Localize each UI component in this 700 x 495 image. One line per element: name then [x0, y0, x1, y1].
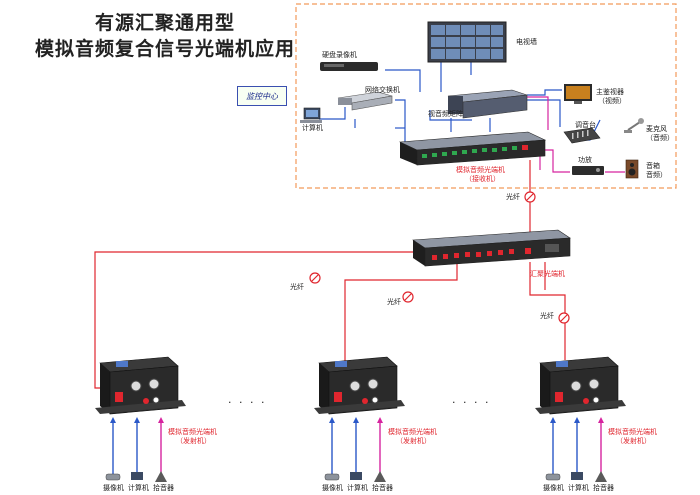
microphone-label: 麦克风: [646, 125, 667, 133]
computer-label-right: 计算机: [568, 484, 589, 492]
transmitter-left-sub: （发射机）: [176, 437, 211, 445]
sensor-links: [112, 420, 602, 475]
transmitter-right-sub: （发射机）: [616, 437, 651, 445]
main-monitor-icon: [564, 84, 592, 104]
main-monitor-label: 主鉴视器: [596, 88, 624, 96]
transmitter-middle-icon: [314, 356, 405, 415]
matrix-label: 视音频矩阵: [428, 110, 463, 118]
fiber-label-right: 光纤: [540, 312, 554, 320]
microphone-sub: （音频）: [646, 134, 674, 142]
microphone-icon: [624, 118, 644, 133]
fiber-symbols: [309, 191, 570, 324]
computer-label-middle: 计算机: [347, 484, 368, 492]
pickup-icons: [155, 471, 607, 482]
aggregator-icon: [412, 229, 571, 267]
dvr-label: 硬盘录像机: [322, 51, 357, 59]
dvr-icon: [320, 62, 378, 71]
title-line-2: 模拟音频复合信号光端机应用: [34, 38, 295, 60]
tv-wall-label: 电视墙: [516, 38, 537, 46]
mixer-label: 调音台: [575, 121, 596, 129]
transmitter-right-icon: [535, 356, 626, 415]
transmitter-left-label: 模拟音频光端机: [168, 428, 217, 436]
receiver-sub: （接收机）: [465, 175, 500, 183]
transmitter-right-label: 模拟音频光端机: [608, 428, 657, 436]
fiber-label-middle: 光纤: [387, 298, 401, 306]
camera-icons: [105, 473, 561, 481]
receiver-rack-icon: [398, 131, 547, 166]
computer-label: 计算机: [302, 124, 323, 132]
network-switch-icon: [337, 91, 393, 111]
ellipsis-right: · · · ·: [452, 396, 491, 409]
title-line-1: 有源汇聚通用型: [94, 12, 235, 34]
pickup-label-middle: 拾音器: [372, 484, 393, 492]
camera-label-middle: 摄像机: [322, 484, 343, 492]
tv-wall-icon: [427, 21, 507, 63]
switch-label: 网络交换机: [365, 86, 400, 94]
monitor-center-box: 监控中心: [237, 86, 287, 106]
computer-icons: [131, 472, 583, 480]
camera-label-right: 摄像机: [543, 484, 564, 492]
ellipsis-left: · · · ·: [228, 396, 267, 409]
computer-label-left: 计算机: [128, 484, 149, 492]
computer-icon: [300, 107, 322, 123]
monitoring-center-frame: [295, 3, 677, 189]
aggregator-label: 汇聚光端机: [530, 270, 565, 278]
transmitter-left-icon: [95, 356, 186, 415]
mixer-icon: [563, 127, 601, 144]
receiver-label: 模拟音频光端机: [456, 166, 505, 174]
speaker-icon: [625, 159, 639, 179]
transmitter-middle-label: 模拟音频光端机: [388, 428, 437, 436]
speaker-sub: 音频）: [646, 171, 667, 179]
transmitter-middle-sub: （发射机）: [396, 437, 431, 445]
fiber-label-left: 光纤: [290, 283, 304, 291]
pickup-label-right: 拾音器: [593, 484, 614, 492]
matrix-icon: [447, 89, 528, 119]
main-monitor-sub: （视频）: [598, 97, 626, 105]
fiber-links: [94, 160, 566, 389]
amplifier-label: 功放: [578, 156, 592, 164]
pickup-label-left: 拾音器: [153, 484, 174, 492]
speaker-label: 音箱: [646, 162, 660, 170]
fiber-label-top: 光纤: [506, 193, 520, 201]
camera-label-left: 摄像机: [103, 484, 124, 492]
amplifier-icon: [572, 166, 604, 175]
